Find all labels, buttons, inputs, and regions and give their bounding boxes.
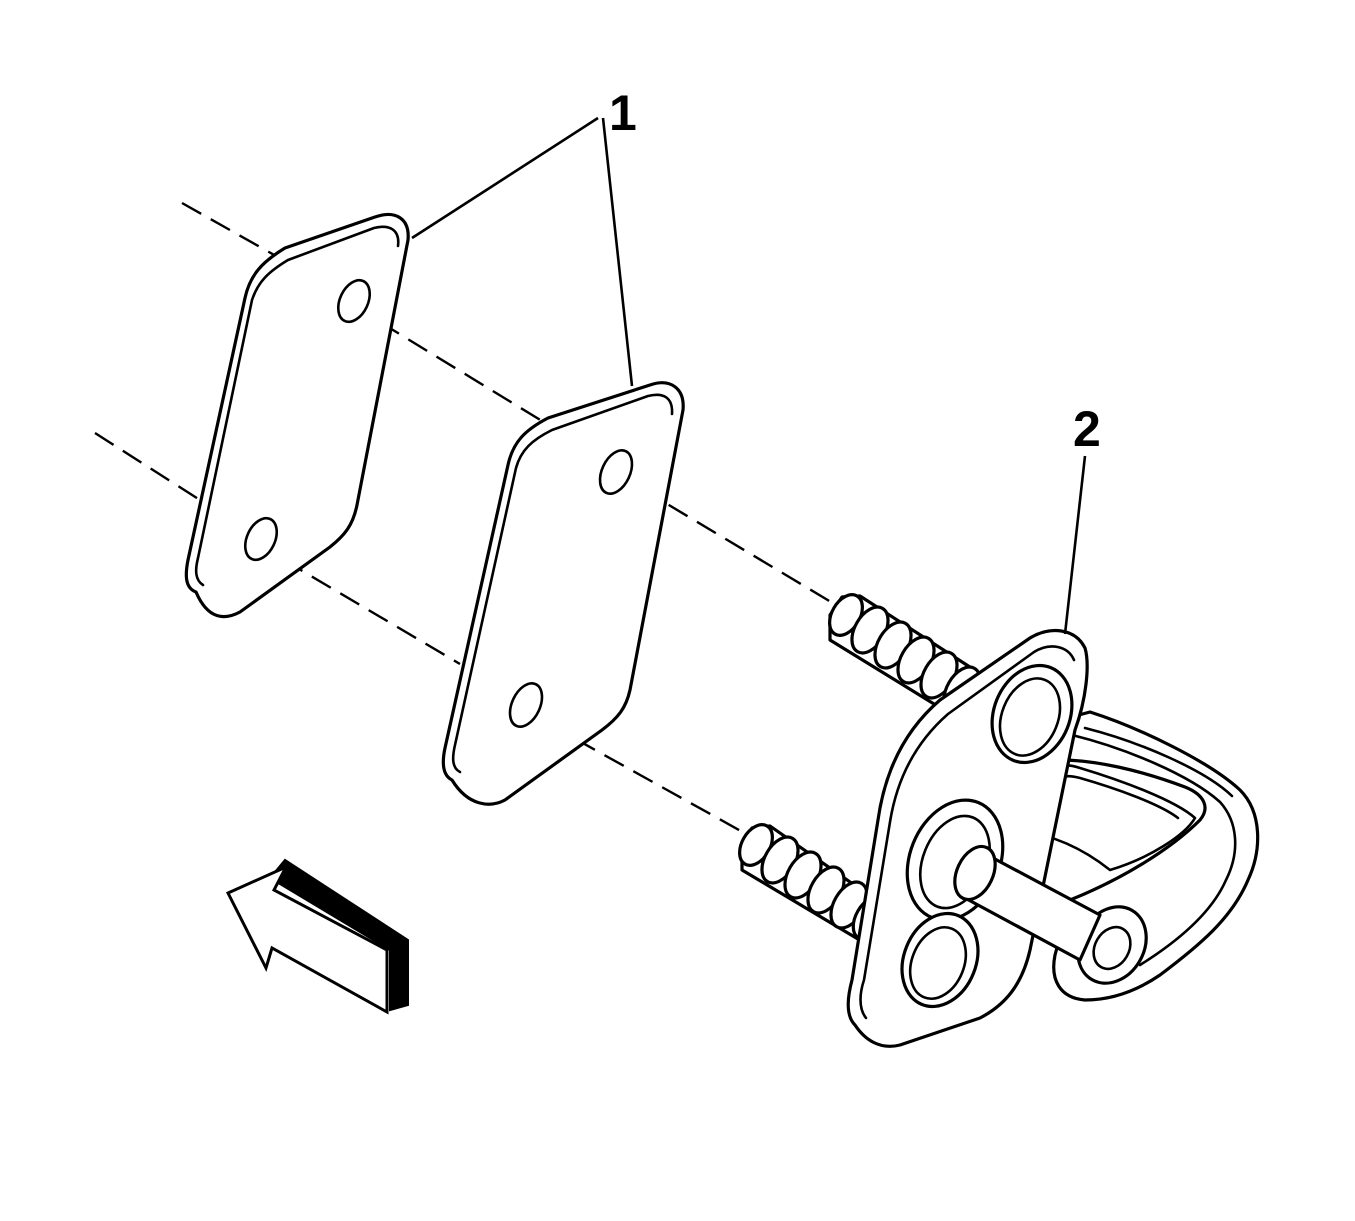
callout-label-hinge: 2 (1073, 401, 1101, 457)
shim-front-lower-hole (508, 682, 544, 728)
alignment-line-lower-left (94, 431, 201, 502)
leader-1-front (601, 117, 634, 387)
shim-front-upper-hole (598, 449, 634, 495)
leader-2 (1063, 455, 1087, 635)
leader-1-rear (411, 116, 599, 240)
hinge-plate-lower-hole (900, 911, 980, 1009)
callout-leaders (411, 116, 1087, 635)
shim-rear (184, 212, 410, 619)
hinge-plate-upper-hole (990, 663, 1074, 765)
hinge-pivot-pin (953, 844, 1102, 962)
shim-front (441, 381, 685, 806)
shim-rear-lower-hole (243, 516, 279, 562)
callout-label-shim: 1 (609, 85, 637, 141)
hinge-mounting-plate (846, 629, 1089, 1048)
shim-rear-upper-hole (336, 278, 372, 324)
hinge-assembly (738, 593, 1260, 1048)
view-direction-arrow-icon (225, 858, 409, 1015)
